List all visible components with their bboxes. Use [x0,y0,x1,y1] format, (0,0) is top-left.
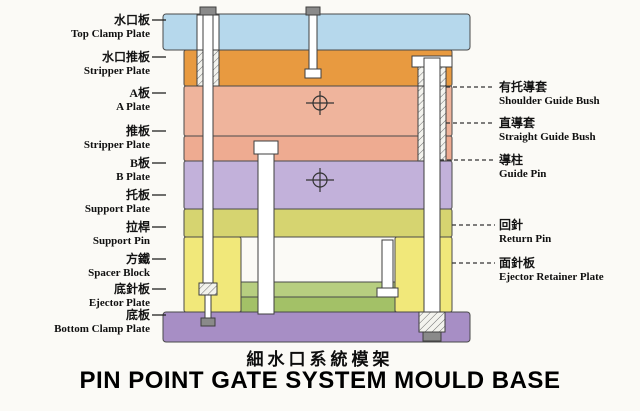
label-en: Return Pin [499,233,552,245]
label-zh: 回針 [499,218,524,232]
puller-screw-nub [305,6,321,16]
diagram-title-en: PIN POINT GATE SYSTEM MOULD BASE [79,367,561,394]
label-b-plate: B板 B Plate [0,156,150,184]
label-zh: 底板 [125,308,150,322]
label-en: Shoulder Guide Bush [499,95,600,107]
label-en: Support Pin [92,235,150,247]
puller-screw-flange [304,68,322,79]
center-mark-lower [306,168,334,192]
label-straight-guide-bush: 直導套 Straight Guide Bush [499,116,639,144]
label-en: Support Plate [84,203,150,215]
support-plate [183,208,453,238]
label-zh: 底針板 [113,282,150,296]
center-pin-flange [253,140,279,155]
label-guide-pin: 導柱 Guide Pin [499,153,639,181]
right-leader-dashes [440,86,495,264]
guide-pin-base [418,311,446,333]
label-en: Stripper Plate [83,65,150,77]
label-ejector-retainer-plate: 面針板 Ejector Retainer Plate [499,256,639,284]
support-pin [196,6,220,327]
label-stripper-plate: 推板 Stripper Plate [0,124,150,152]
a-plate [183,85,453,137]
support-pin-screw-head [198,282,218,296]
center-pin-shaft [257,153,275,315]
support-pin-top-nub [199,6,217,16]
label-zh: 水口板 [113,13,150,27]
label-zh: A板 [129,86,150,100]
label-en: Guide Pin [499,168,547,180]
label-support-pin: 拉桿 Support Pin [0,220,150,248]
label-zh: 直導套 [499,116,536,130]
label-en: B Plate [116,171,150,183]
label-bottom-clamp-plate: 底板 Bottom Clamp Plate [0,308,150,336]
support-pin-screw-shaft [204,294,212,320]
label-zh: B板 [129,156,150,170]
support-pin-shaft [202,14,214,284]
return-pin-head [376,287,399,298]
diagram-title-zh: 細水口系統模架 [246,350,394,369]
label-return-pin: 回針 Return Pin [499,218,639,246]
label-en: Bottom Clamp Plate [54,323,150,335]
label-en: A Plate [116,101,150,113]
center-pin [253,140,279,315]
label-shoulder-guide-bush: 有托導套 Shoulder Guide Bush [499,80,639,108]
label-zh: 托板 [125,188,150,202]
label-zh: 導柱 [499,153,524,167]
label-en: Stripper Plate [83,139,150,151]
label-a-plate: A板 A Plate [0,86,150,114]
label-en: Spacer Block [88,267,150,279]
left-leader-dashes [152,19,166,316]
label-zh: 拉桿 [125,220,150,234]
label-zh: 有托導套 [499,80,548,94]
label-zh: 面針板 [499,256,536,270]
stripper-plate [183,135,453,162]
label-top-clamp-plate: 水口板 Top Clamp Plate [0,13,150,41]
guide-pin-nut [422,331,442,342]
label-en: Ejector Plate [88,297,150,309]
return-pin [376,239,399,298]
guide-pin [423,57,441,313]
bottom-clamp-plate [162,311,471,343]
center-mark-upper [306,91,334,115]
label-en: Ejector Retainer Plate [499,271,604,283]
label-zh: 推板 [125,124,150,138]
label-en: Straight Guide Bush [499,131,596,143]
runner-stripper-plate [183,49,453,87]
label-zh: 水口推板 [101,50,150,64]
label-ejector-plate: 底針板 Ejector Plate [0,282,150,310]
guide-pin-assembly [411,55,453,342]
b-plate [183,160,453,210]
label-support-plate: 托板 Support Plate [0,188,150,216]
puller-screw-shaft [308,14,318,72]
support-pin-nut [200,317,216,327]
label-en: Top Clamp Plate [70,28,150,40]
label-spacer-block: 方鐵 Spacer Block [0,252,150,280]
puller-screw [304,6,322,79]
label-zh: 方鐵 [125,252,150,266]
label-runner-stripper-plate: 水口推板 Stripper Plate [0,50,150,78]
return-pin-shaft [381,239,394,289]
